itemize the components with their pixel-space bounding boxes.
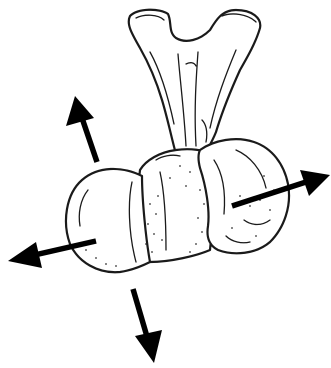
bone-process	[199, 139, 290, 253]
forked-shaft	[129, 10, 261, 154]
arrow-up-left	[66, 96, 97, 162]
bone-head	[66, 169, 150, 272]
arrow-down	[133, 289, 162, 363]
